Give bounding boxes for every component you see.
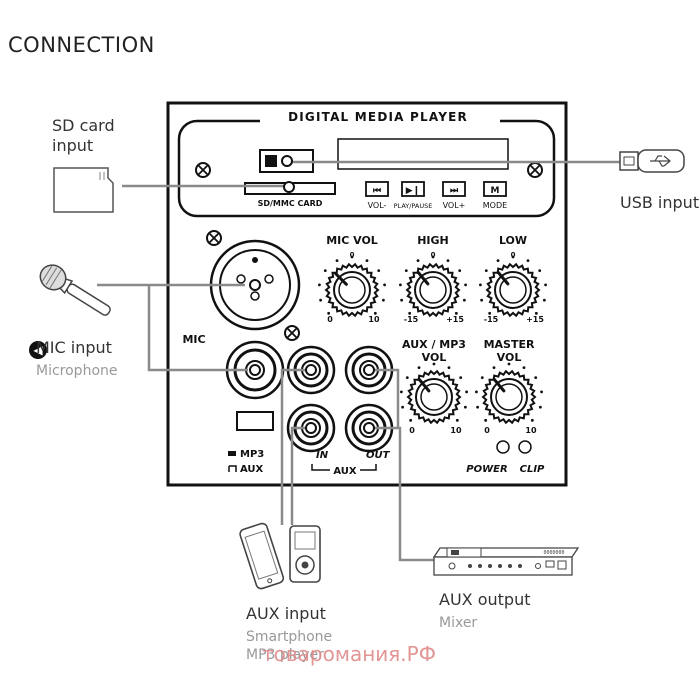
display-window	[337, 138, 509, 170]
panel-title: DIGITAL MEDIA PLAYER	[288, 110, 468, 124]
high-knob-title: HIGH	[417, 234, 449, 247]
low-knob-min-label: -15	[484, 315, 499, 324]
mic-vol-knob-center-label: 0	[350, 251, 355, 259]
connection-endpoints	[249, 155, 375, 434]
high-knob[interactable]	[399, 255, 467, 318]
aux-mp3-vol-knob-title-2: VOL	[422, 351, 447, 364]
aux-out-line-2	[369, 368, 400, 428]
panel-title-bg	[260, 108, 500, 126]
mode-button[interactable]: M MODE	[483, 181, 507, 210]
aux-input-callout-sub2: MP3 player	[246, 647, 324, 663]
screw-xlr-bottom-icon	[284, 325, 300, 341]
high-knob-min-label: -15	[404, 315, 419, 324]
usb-port-inner	[265, 155, 277, 167]
master-vol-knob-title-1: MASTER	[484, 338, 535, 351]
mic-vol-knob[interactable]	[318, 255, 386, 318]
mic-callout-title: MIC input	[36, 338, 112, 357]
next-button-label: VOL+	[443, 201, 466, 210]
aux-out-top-rca[interactable]	[344, 345, 394, 395]
back-arrow-icon[interactable]: ◀	[29, 341, 47, 359]
media-buttons: ⏮ VOL- ▶❙ PLAY/PAUSE ⏭ VOL+ M MODE	[365, 181, 507, 210]
aux-input-callout-title: AUX input	[246, 604, 326, 623]
smartphone-icon	[239, 522, 285, 590]
mic-vol-knob-title: MIC VOL	[326, 234, 378, 247]
low-knob-center-label: 0	[511, 251, 516, 259]
sd-slot-label: SD/MMC CARD	[258, 199, 323, 208]
master-vol-knob-min-label: 0	[484, 426, 490, 435]
clip-led	[518, 440, 532, 454]
mic-label: MIC	[182, 333, 205, 346]
mp3-aux-switch	[236, 411, 274, 431]
clip-led-label: CLIP	[520, 464, 545, 475]
sd-card-icon	[53, 167, 114, 213]
aux-group-label: AUX	[333, 466, 357, 477]
next-icon: ⏭	[450, 186, 459, 196]
high-knob-max-label: +15	[446, 315, 464, 324]
rca-jacks	[286, 345, 394, 453]
mic-vol-knob-min-label: 0	[327, 315, 333, 324]
aux-input-callout-sub1: Smartphone	[246, 629, 333, 645]
watermark: товаромания.РФ	[262, 642, 436, 666]
previous-icon: ⏮	[373, 186, 381, 196]
low-knob-max-label: +15	[526, 315, 544, 324]
switch-label-mp3: MP3	[240, 449, 264, 460]
mic-jack-line	[147, 285, 248, 372]
sd-callout-line2: input	[52, 136, 94, 155]
screw-left-icon	[195, 162, 211, 178]
usb-callout: USB input	[620, 193, 700, 212]
sd-callout: SD card input	[52, 116, 115, 156]
aux-in-line-2	[290, 426, 311, 525]
aux-mp3-vol-knob-min-label: 0	[409, 426, 415, 435]
power-led-label: POWER	[466, 464, 507, 475]
mode-icon: M	[491, 186, 500, 196]
mic-vol-knob-max-label: 10	[368, 315, 380, 324]
aux-mp3-vol-knob[interactable]	[400, 362, 468, 425]
previous-button[interactable]: ⏮ VOL-	[365, 181, 389, 210]
sd-callout-line1: SD card	[52, 116, 115, 135]
aux-in-label: IN	[316, 450, 329, 461]
switch-label-aux: AUX	[240, 464, 264, 475]
master-vol-knob-title-2: VOL	[497, 351, 522, 364]
page-title: CONNECTION	[8, 33, 155, 57]
master-vol-knob-max-label: 10	[525, 426, 537, 435]
aux-out-line	[369, 426, 440, 562]
mp3-player-icon	[289, 525, 321, 583]
switch-mp3-indicator	[228, 451, 236, 456]
play-pause-icon: ▶❙	[406, 186, 420, 196]
screw-xlr-top-icon	[206, 230, 222, 246]
connection-lines	[97, 160, 625, 562]
screw-right-icon	[527, 162, 543, 178]
low-knob[interactable]	[479, 255, 547, 318]
aux-output-callout-title: AUX output	[439, 590, 531, 609]
high-knob-center-label: 0	[431, 251, 436, 259]
aux-in-line-1	[280, 368, 311, 525]
play-pause-button-label: PLAY/PAUSE	[394, 202, 433, 210]
aux-mp3-vol-knob-title-1: AUX / MP3	[402, 338, 466, 351]
aux-mp3-vol-knob-max-label: 10	[450, 426, 462, 435]
play-pause-button[interactable]: ▶❙ PLAY/PAUSE	[394, 181, 433, 210]
previous-button-label: VOL-	[368, 201, 387, 210]
mixer-label: 0000000	[543, 550, 564, 556]
aux-out-label: OUT	[366, 450, 391, 461]
mixer-icon: 0000000	[432, 547, 580, 576]
master-vol-knob[interactable]	[475, 362, 543, 425]
low-knob-title: LOW	[499, 234, 527, 247]
power-led	[496, 440, 510, 454]
mic-callout-sub: Microphone	[36, 363, 118, 379]
aux-bracket	[311, 464, 377, 471]
microphone-icon	[39, 264, 111, 316]
next-button[interactable]: ⏭ VOL+	[442, 181, 466, 210]
usb-stick-icon	[619, 149, 685, 173]
mode-button-label: MODE	[483, 201, 507, 210]
aux-output-callout-sub: Mixer	[439, 615, 478, 631]
switch-aux-indicator	[228, 465, 237, 472]
